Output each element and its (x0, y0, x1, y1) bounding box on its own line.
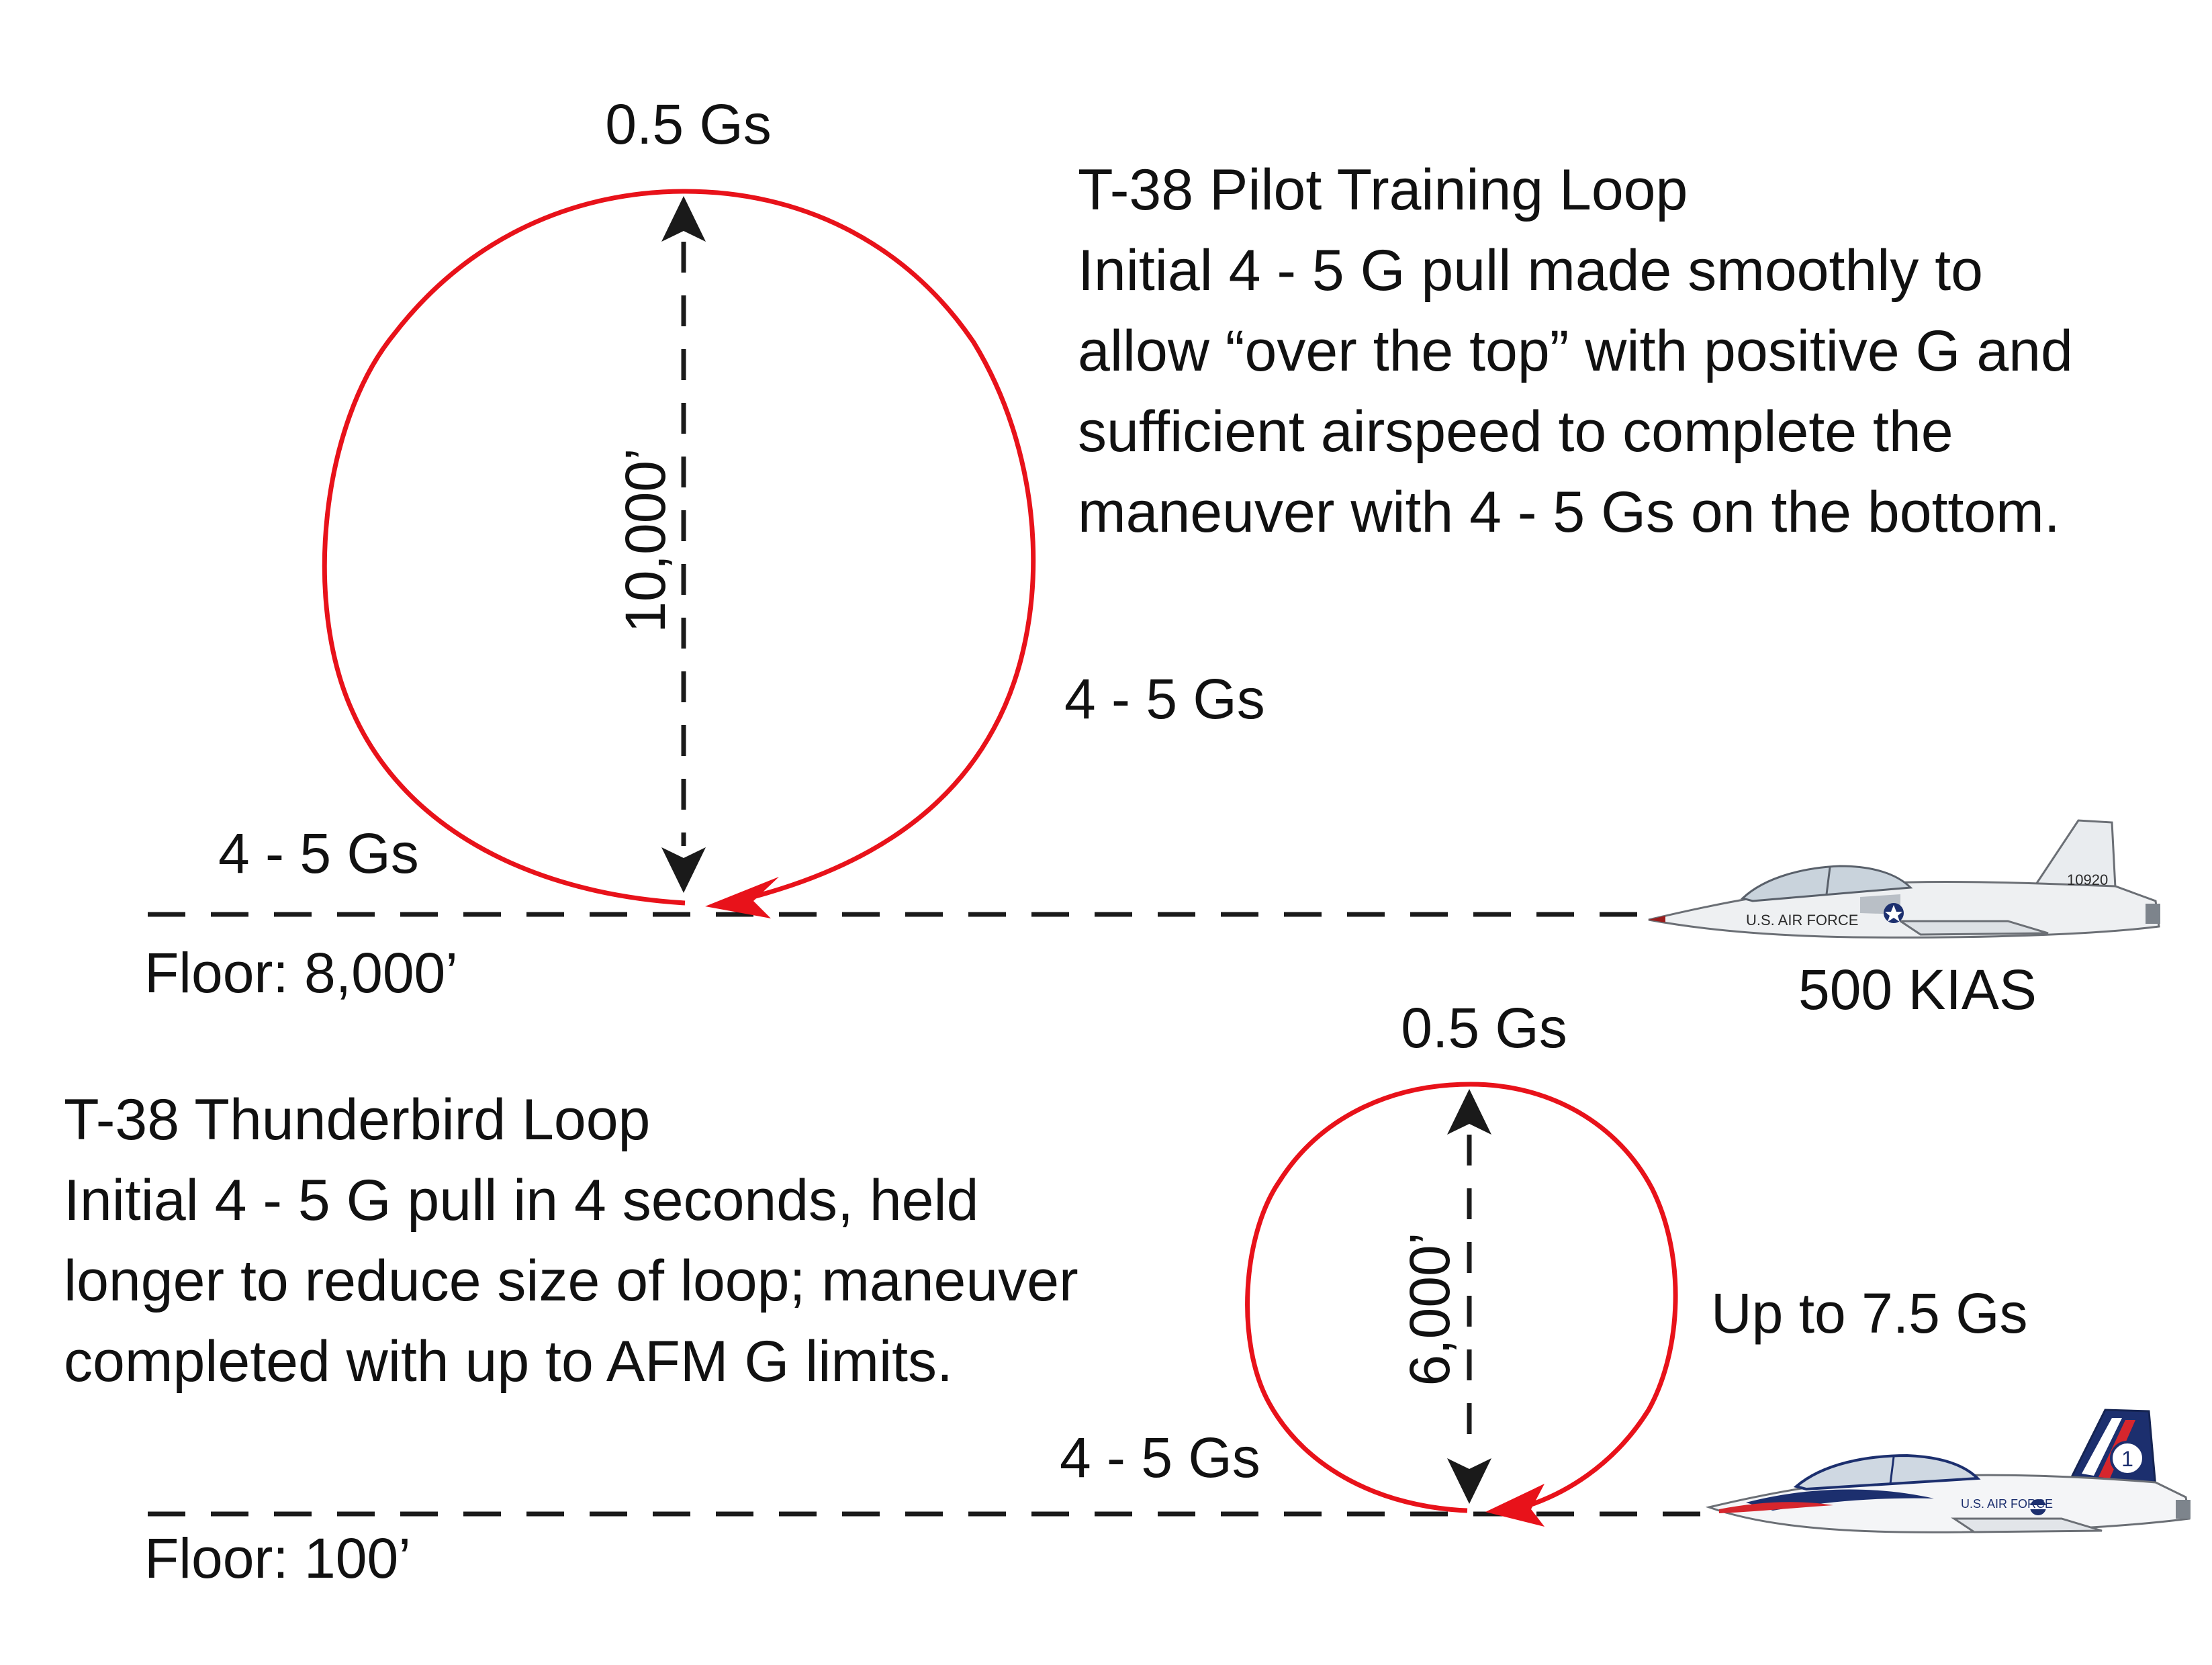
thunderbird-desc-line-2: longer to reduce size of loop; maneuver (64, 1249, 1078, 1313)
thunderbird-fuselage-text: U.S. AIR FORCE (1961, 1497, 2053, 1511)
training-loop-arrowhead (705, 877, 779, 918)
thunderbird-bottom-g-label: 4 - 5 Gs (1060, 1426, 1260, 1489)
training-desc-line-3: sufficient airspeed to complete the (1078, 399, 1953, 464)
training-fuselage-text: U.S. AIR FORCE (1746, 912, 1858, 929)
training-loop-path (322, 189, 1036, 906)
thunderbird-tail-number: 1 (2121, 1447, 2133, 1471)
training-desc-line-4: maneuver with 4 - 5 Gs on the bottom. (1078, 480, 2060, 544)
thunderbird-title: T-38 Thunderbird Loop (64, 1088, 650, 1152)
thunderbird-desc-line-3: completed with up to AFM G limits. (64, 1329, 953, 1394)
training-desc-line-2: allow “over the top” with positive G and (1078, 319, 2073, 383)
thunderbird-height-arrow-down (1447, 1458, 1491, 1504)
thunderbird-height-label: 6,000’ (1398, 1233, 1461, 1386)
training-side-g-label: 4 - 5 Gs (1064, 667, 1265, 730)
thunderbird-side-g-label: Up to 7.5 Gs (1711, 1282, 2028, 1345)
thunderbird-floor-label: Floor: 100’ (144, 1527, 411, 1590)
training-tail-number: 10920 (2067, 871, 2108, 888)
training-height-arrow-down (661, 847, 706, 893)
thunderbird-desc-line-1: Initial 4 - 5 G pull in 4 seconds, held (64, 1168, 978, 1233)
thunderbird-top-g-label: 0.5 Gs (1401, 996, 1567, 1059)
training-bottom-g-label: 4 - 5 Gs (218, 822, 419, 885)
t38-training-aircraft: 10920 U.S. AIR FORCE (1648, 819, 2160, 939)
thunderbird-loop-arrowhead (1485, 1484, 1545, 1527)
training-height-label: 10,000’ (614, 448, 677, 633)
thunderbird-height-arrow-up (1447, 1089, 1491, 1135)
thunderbird-loop-group: 0.5 Gs 6,000’ Up to 7.5 Gs 4 - 5 Gs Floo… (64, 996, 2191, 1590)
training-height-arrow-up (661, 196, 706, 242)
training-desc-line-1: Initial 4 - 5 G pull made smoothly to (1078, 238, 1983, 303)
training-title: T-38 Pilot Training Loop (1078, 158, 1688, 222)
training-speed-label: 500 KIAS (1798, 958, 2037, 1021)
training-floor-label: Floor: 8,000’ (144, 941, 458, 1004)
training-top-g-label: 0.5 Gs (605, 93, 771, 156)
training-loop-group: 0.5 Gs 10,000’ 4 - 5 Gs 4 - 5 Gs Floor: … (144, 93, 2160, 1021)
t38-thunderbird-aircraft: 1 U.S. AIR FORCE (1705, 1409, 2191, 1533)
thunderbird-loop-path (1245, 1082, 1678, 1513)
